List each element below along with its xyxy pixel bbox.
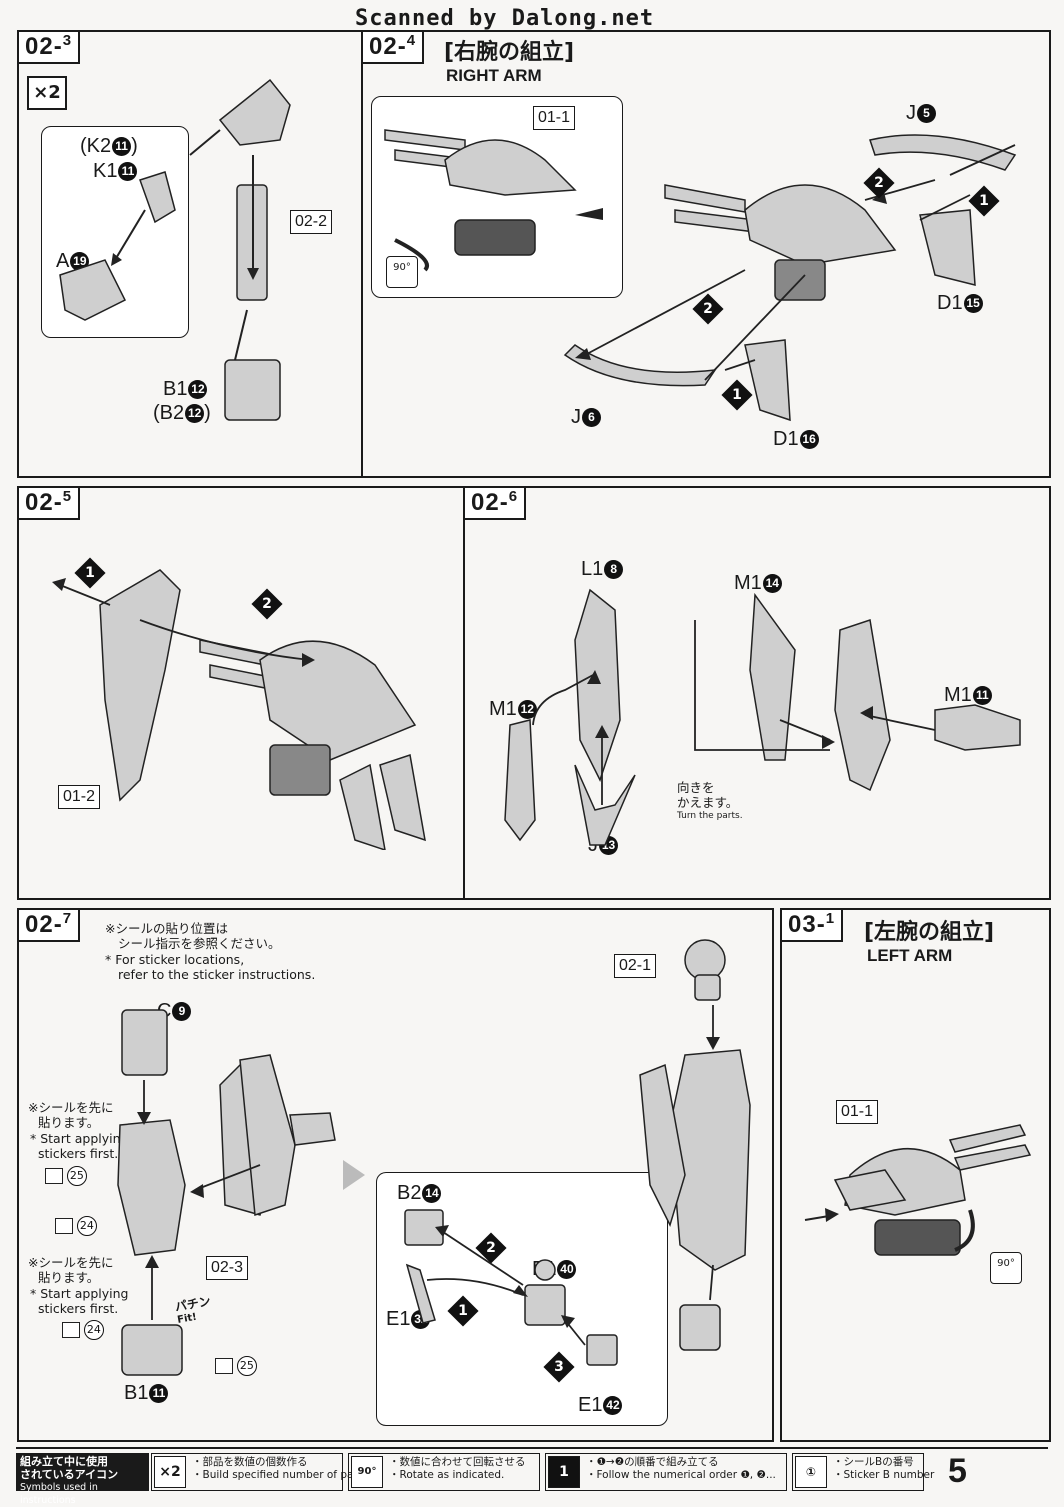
legend-x2-en: ・Build specified number of parts. <box>192 1469 371 1481</box>
legend-ord-en: ・Follow the numerical order ❶, ❷... <box>586 1469 776 1481</box>
ref-02-3: 02-3 <box>206 1256 249 1280</box>
sticker-note-en1: * For sticker locations, <box>105 952 245 967</box>
panel-02-7 <box>17 908 774 1442</box>
title-jp-left-arm: [左腕の組立] <box>864 920 995 945</box>
next-arrow <box>343 1160 365 1190</box>
ref-02-1: 02-1 <box>614 954 657 978</box>
step-label-03-1: 03-1 <box>780 908 844 942</box>
legend-title-jp2: されているアイコン <box>20 1468 119 1481</box>
part-label-c9: C9 <box>157 1000 192 1023</box>
part-drawing-02-7-right <box>404 939 751 1366</box>
rotate-icon-left: 90° <box>990 1252 1022 1284</box>
legend-title-en: Symbols used in instructions <box>20 1482 98 1506</box>
sticker-24-a: 24 <box>55 1216 97 1236</box>
first-note-jp1-b: ※シールを先に <box>28 1255 114 1270</box>
order-marker-1c: 1 <box>74 557 106 589</box>
part-drawing-03-1 <box>804 1124 1032 1256</box>
order-marker-2c: 2 <box>251 588 283 620</box>
order-marker-2a: 2 <box>863 167 895 199</box>
rotate-legend-icon: 90° <box>351 1456 383 1488</box>
title-en-right-arm: RIGHT ARM <box>446 66 542 85</box>
title-jp-right-arm: [右腕の組立] <box>444 40 575 65</box>
order-marker-2b: 2 <box>692 293 724 325</box>
first-note-en2-b: stickers first. <box>38 1301 119 1316</box>
legend-bar: 組み立て中に使用 されているアイコン Symbols used in instr… <box>16 1447 1048 1506</box>
first-note-jp2-a: 貼ります。 <box>38 1115 100 1130</box>
order-marker-1b: 1 <box>721 379 753 411</box>
first-note-en1-b: * Start applying <box>30 1286 129 1301</box>
title-en-left-arm: LEFT ARM <box>867 946 953 965</box>
panel-02-4 <box>361 30 1051 478</box>
first-note-en2-a: stickers first. <box>38 1146 119 1161</box>
ref-01-1: 01-1 <box>533 106 576 130</box>
part-drawing-02-7-left <box>117 1009 336 1376</box>
panel-02-6 <box>463 486 1051 900</box>
sticker-25-b: 25 <box>215 1356 257 1376</box>
step-label-02-4: 02-4 <box>361 30 425 64</box>
step-label-02-7: 02-7 <box>17 908 81 942</box>
legend-stk-jp: ・シールBの番号 <box>833 1456 914 1468</box>
part-drawing-02-3 <box>59 78 291 421</box>
ref-01-2: 01-2 <box>58 785 101 809</box>
legend-sticker: ① ・シールBの番号・Sticker B number <box>792 1453 934 1491</box>
multiplier-icon: ×2 <box>154 1456 186 1488</box>
sticker-25-a: 25 <box>45 1166 87 1186</box>
sticker-note-jp1: ※シールの貼り位置は <box>105 921 228 936</box>
legend-title-jp1: 組み立て中に使用 <box>20 1455 108 1468</box>
legend-rot-en: ・Rotate as indicated. <box>389 1469 505 1481</box>
turn-note-en: Turn the parts. <box>677 811 743 821</box>
panel-03-1 <box>780 908 1051 1442</box>
step-label-02-6: 02-6 <box>463 486 527 520</box>
turn-note-jp2: かえます。 <box>677 795 739 810</box>
first-note-en1-a: * Start applying <box>30 1131 129 1146</box>
first-note-jp1-a: ※シールを先に <box>28 1100 114 1115</box>
legend-ord-jp: ・❶→❷の順番で組み立てる <box>586 1456 719 1468</box>
legend-title: 組み立て中に使用 されているアイコン Symbols used in instr… <box>16 1453 149 1506</box>
step-label-02-5: 02-5 <box>17 486 81 520</box>
sticker-24-b: 24 <box>62 1320 104 1340</box>
rotate-icon: 90° <box>386 256 418 288</box>
watermark: Scanned by Dalong.net <box>355 6 655 31</box>
order-marker-1a: 1 <box>968 185 1000 217</box>
legend-x2-jp: ・部品を数値の個数作る <box>192 1456 308 1468</box>
order-legend-icon: 1 <box>548 1456 580 1488</box>
part-drawing-02-4 <box>384 129 1017 422</box>
turn-note-jp1: 向きを <box>677 780 715 795</box>
sticker-note-en2: refer to the sticker instructions. <box>118 967 316 982</box>
ref-02-2: 02-2 <box>290 210 333 234</box>
multiplier-badge: ×2 <box>27 76 67 110</box>
page-number: 5 <box>948 1452 967 1490</box>
legend-rot-jp: ・数値に合わせて回転させる <box>389 1456 526 1468</box>
legend-rotate: 90° ・数値に合わせて回転させる・Rotate as indicated. <box>348 1453 540 1491</box>
legend-stk-en: ・Sticker B number <box>833 1469 935 1481</box>
part-drawing-02-5 <box>52 569 426 850</box>
first-note-jp2-b: 貼ります。 <box>38 1270 100 1285</box>
sticker-note-jp2: シール指示を参照ください。 <box>118 936 281 951</box>
legend-multiplier: ×2 ・部品を数値の個数作る・Build specified number of… <box>151 1453 371 1491</box>
ref-01-1-left: 01-1 <box>836 1100 879 1124</box>
sticker-legend-icon: ① <box>795 1456 827 1488</box>
legend-order: 1 ・❶→❷の順番で組み立てる・Follow the numerical ord… <box>545 1453 787 1491</box>
step-label-02-3: 02-3 <box>17 30 81 64</box>
part-drawing-02-6 <box>504 588 1021 846</box>
